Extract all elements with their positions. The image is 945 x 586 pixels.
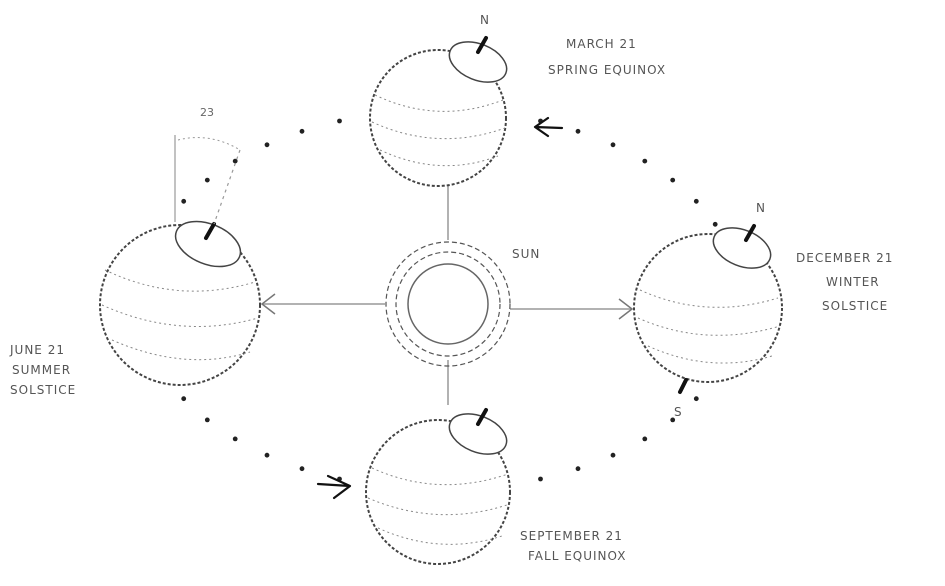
orbit-dot xyxy=(713,222,718,227)
orbit-dot xyxy=(265,453,270,458)
tilt-angle-label: 23 xyxy=(200,106,214,119)
orbit-dot xyxy=(642,159,647,164)
label-june-event-2: SOLSTICE xyxy=(10,383,76,397)
label-june-event-1: SUMMER xyxy=(12,363,71,377)
tilt-arc xyxy=(178,138,240,150)
orbit-dot xyxy=(300,129,305,134)
label-september-event: FALL EQUINOX xyxy=(528,549,626,563)
orbit-dot xyxy=(265,142,270,147)
sun-disc xyxy=(408,264,488,344)
orbit-arrow-bottom xyxy=(318,476,350,498)
earth-december: N S DECEMBER 21 WINTER SOLSTICE xyxy=(634,201,893,419)
orbit-dot xyxy=(611,453,616,458)
label-march-date: MARCH 21 xyxy=(566,37,637,51)
orbit-dot xyxy=(181,199,186,204)
orbit-dot xyxy=(611,142,616,147)
orbit-dot xyxy=(670,178,675,183)
axis-december-south xyxy=(680,380,686,392)
orbit-dot xyxy=(205,418,210,423)
sun: SUN xyxy=(386,242,540,366)
orbit-dot xyxy=(694,396,699,401)
orbit-dot xyxy=(205,178,210,183)
orbit-dot xyxy=(694,199,699,204)
pole-s-december: S xyxy=(674,405,683,419)
label-june-date: JUNE 21 xyxy=(9,343,65,357)
label-september-date: SEPTEMBER 21 xyxy=(520,529,623,543)
orbit-dot xyxy=(233,437,238,442)
orbit-dot xyxy=(181,396,186,401)
label-december-event-1: WINTER xyxy=(826,275,880,289)
sun-label: SUN xyxy=(512,247,540,261)
earth-june: JUNE 21 SUMMER SOLSTICE 23 xyxy=(9,106,260,397)
orbit-dot xyxy=(642,437,647,442)
orbit-dot xyxy=(337,119,342,124)
pole-n-december: N xyxy=(756,201,766,215)
orbit-dot xyxy=(300,466,305,471)
label-march-event: SPRING EQUINOX xyxy=(548,63,666,77)
orbit-dot xyxy=(538,477,543,482)
orbit-dot xyxy=(576,129,581,134)
orbit-dot xyxy=(576,466,581,471)
pole-n-march: N xyxy=(480,13,490,27)
label-december-event-2: SOLSTICE xyxy=(822,299,888,313)
label-december-date: DECEMBER 21 xyxy=(796,251,893,265)
earth-march: N MARCH 21 SPRING EQUINOX xyxy=(370,13,666,186)
earth-september: SEPTEMBER 21 FALL EQUINOX xyxy=(366,406,626,564)
